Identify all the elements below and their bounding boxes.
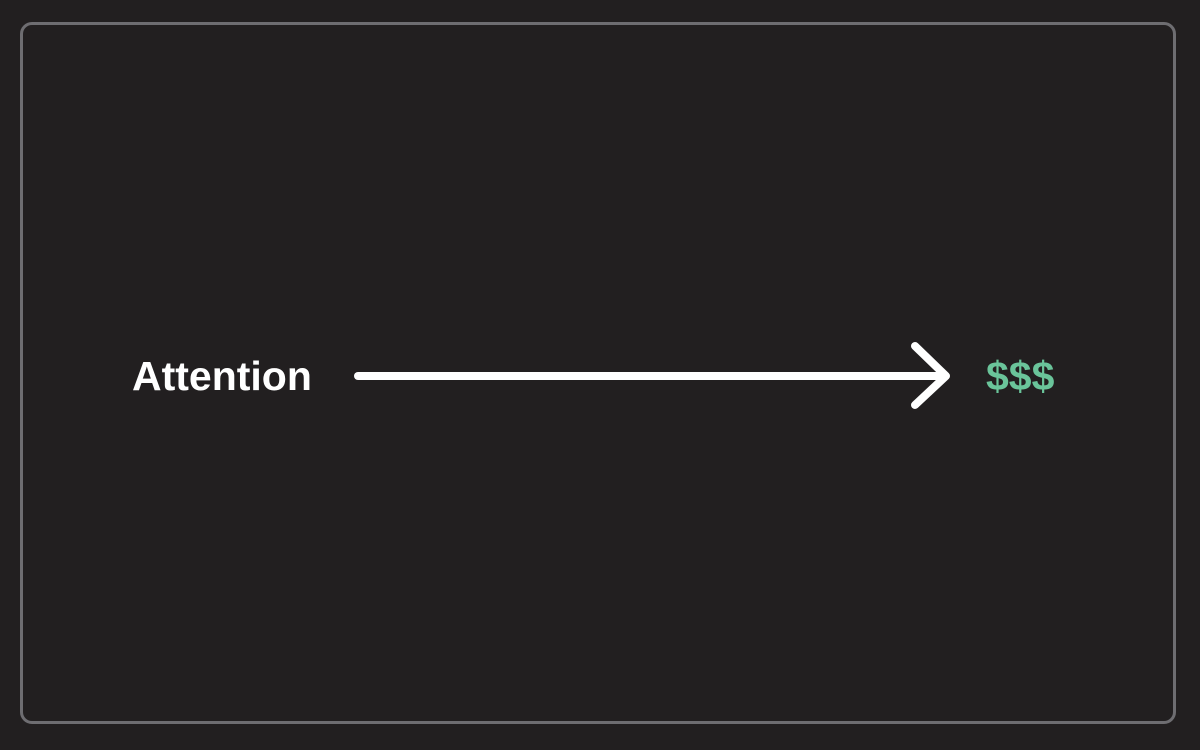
source-node-label: Attention xyxy=(132,353,312,399)
target-node-label: $$$ xyxy=(986,353,1055,399)
